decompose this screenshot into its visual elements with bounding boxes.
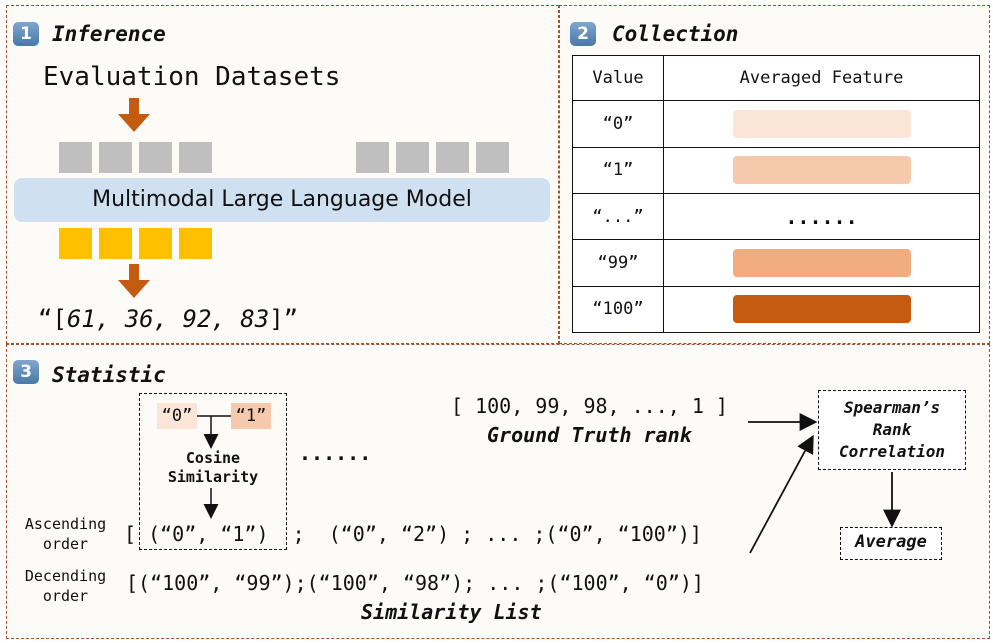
ground-truth-label: Ground Truth rank	[487, 423, 692, 447]
statistic-title: Statistic	[52, 363, 166, 387]
spearman-box	[818, 390, 966, 470]
row-value: “0”	[572, 100, 664, 148]
feature-cell	[663, 146, 980, 194]
middle-ellipsis: ......	[299, 441, 372, 465]
output-arrow	[118, 264, 150, 298]
inference-title: Inference	[52, 22, 166, 46]
table-header-row: Value Averaged Feature	[572, 54, 980, 102]
feature-bar	[732, 295, 911, 324]
output-open: “[	[38, 305, 67, 333]
statistic-badge: 3	[13, 360, 39, 384]
input-token	[396, 142, 429, 173]
input-arrow	[118, 98, 150, 132]
descending-order-label: Decending order	[24, 567, 107, 605]
input-token	[436, 142, 469, 173]
collection-badge: 2	[570, 22, 596, 46]
ascending-list: [ (“0”, “1”) ; (“0”, “2”) ; ... ;(“0”, “…	[124, 522, 702, 546]
table-row: “99”	[572, 239, 980, 287]
cosine-similarity-box	[139, 393, 287, 550]
header-value: Value	[572, 54, 664, 102]
output-token	[179, 228, 212, 259]
input-token	[59, 142, 92, 173]
ascending-order-label: Ascending order	[24, 515, 107, 553]
header-averaged-feature: Averaged Feature	[663, 54, 980, 102]
chip-value-0: “0”	[157, 403, 197, 429]
mllm-block: Multimodal Large Language Model	[14, 178, 550, 222]
spearman-label: Spearman’s Rank Correlation	[839, 398, 945, 461]
output-token	[139, 228, 172, 259]
output-text: “[61, 36, 92, 83]”	[38, 305, 298, 333]
output-token	[99, 228, 132, 259]
descending-list: [(“100”, “99”);(“100”, “98”); ... ;(“100…	[126, 571, 704, 595]
feature-bar	[732, 156, 911, 185]
similarity-list-arrow	[749, 434, 814, 554]
feature-cell	[663, 285, 980, 334]
input-token	[179, 142, 212, 173]
chip-connector	[197, 415, 231, 519]
output-values: 61, 36, 92, 83	[66, 305, 270, 333]
similarity-list-label: Similarity List	[361, 600, 542, 624]
ground-truth-list: [ 100, 99, 98, ..., 1 ]	[451, 394, 728, 418]
output-close: ]”	[269, 305, 299, 333]
cosine-similarity-label: Cosine Similarity	[167, 449, 259, 486]
average-label: Average	[855, 532, 927, 552]
feature-bar	[732, 109, 911, 138]
collection-table: Value Averaged Feature “0” “1” “...” ...…	[572, 54, 980, 334]
average-box	[840, 527, 942, 560]
input-token	[356, 142, 389, 173]
inference-badge: 1	[13, 22, 39, 46]
input-token	[476, 142, 509, 173]
feature-bar	[732, 248, 911, 277]
evaluation-datasets-label: Evaluation Datasets	[43, 62, 341, 92]
collection-title: Collection	[612, 22, 739, 46]
table-row: “100”	[572, 285, 980, 334]
input-token	[99, 142, 132, 173]
feature-cell	[663, 239, 980, 287]
input-token	[139, 142, 172, 173]
chip-value-1: “1”	[231, 403, 271, 429]
row-value: “100”	[572, 285, 664, 334]
inference-panel	[6, 5, 559, 344]
row-value: “99”	[572, 239, 664, 287]
table-row: “0”	[572, 100, 980, 148]
output-token	[59, 228, 92, 259]
